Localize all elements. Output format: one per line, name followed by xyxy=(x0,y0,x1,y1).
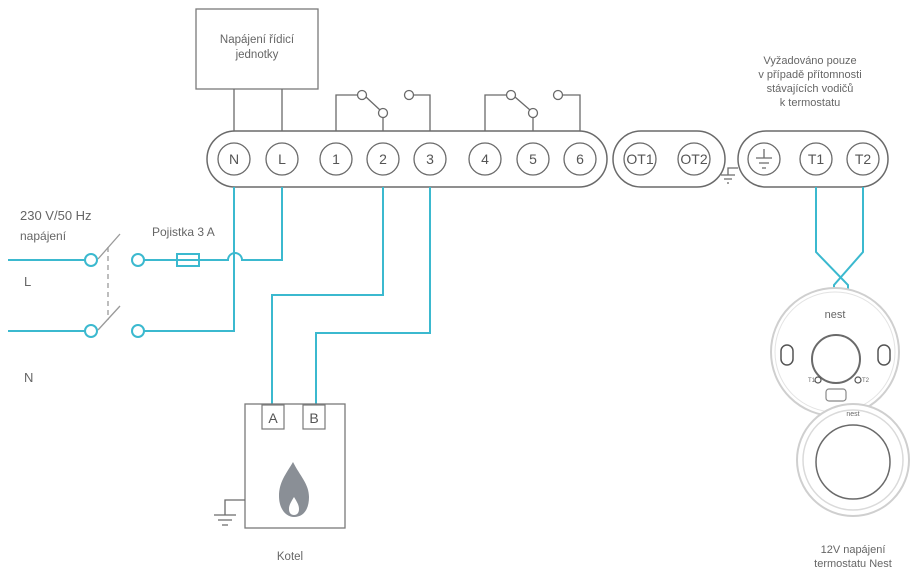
main-terminal-strip xyxy=(206,130,608,188)
terminal-5: 5 xyxy=(516,142,550,176)
terminal-L: L xyxy=(265,142,299,176)
nest-display-brand: nest xyxy=(846,411,859,418)
svg-text:6: 6 xyxy=(576,151,584,167)
svg-text:B: B xyxy=(309,410,318,426)
terminal-6: 6 xyxy=(563,142,597,176)
svg-text:L: L xyxy=(278,151,286,167)
terminal-N: N xyxy=(217,142,251,176)
control-unit-power-line2: jednotky xyxy=(235,49,279,61)
isolation-switch xyxy=(97,233,121,331)
relay-switch-2 xyxy=(484,89,581,131)
boiler-label: Kotel xyxy=(277,551,303,563)
nest-base-brand: nest xyxy=(825,309,846,321)
terminal-T2: T2 xyxy=(846,142,880,176)
terminal-OT2: OT2 xyxy=(677,142,711,176)
svg-text:T2: T2 xyxy=(855,151,872,167)
switch-contacts xyxy=(84,253,145,338)
boiler-terminal-A: A xyxy=(261,404,285,430)
relay-switch-1 xyxy=(335,89,431,131)
nest-power-line1: 12V napájení xyxy=(821,544,886,556)
svg-text:OT1: OT1 xyxy=(626,151,653,167)
terminal-earth xyxy=(747,142,781,176)
svg-text:T1: T1 xyxy=(808,151,825,167)
svg-text:A: A xyxy=(268,410,278,426)
nest-power-line2: termostatu Nest xyxy=(814,558,892,570)
flame-icon xyxy=(279,462,309,517)
nest-base-T1: T1 xyxy=(808,378,816,384)
supply-voltage-label: 230 V/50 Hz xyxy=(20,208,92,223)
svg-text:5: 5 xyxy=(529,151,537,167)
terminal-OT1: OT1 xyxy=(623,142,657,176)
nest-display: nest xyxy=(796,403,910,517)
flame-inner xyxy=(289,497,299,515)
nest-base-plate: nest T1 T2 xyxy=(770,287,900,417)
terminal-T1: T1 xyxy=(799,142,833,176)
required-note-line3: stávajících vodičů xyxy=(767,83,854,95)
supply-label: napájení xyxy=(20,229,67,243)
fuse-label: Pojistka 3 A xyxy=(152,225,215,239)
control-unit-power-box xyxy=(195,8,319,90)
boiler-ground-icon xyxy=(214,499,245,526)
svg-text:1: 1 xyxy=(332,151,340,167)
boiler-terminal-B: B xyxy=(302,404,326,430)
required-note-line4: k termostatu xyxy=(780,97,841,109)
power-leads xyxy=(233,89,283,131)
svg-text:OT2: OT2 xyxy=(680,151,707,167)
nest-base-T2: T2 xyxy=(862,378,870,384)
control-unit-power-line1: Napájení řídicí xyxy=(220,34,295,46)
terminal-1: 1 xyxy=(319,142,353,176)
required-note-line2: v případě přítomnosti xyxy=(758,69,861,81)
svg-text:4: 4 xyxy=(481,151,489,167)
terminal-4: 4 xyxy=(468,142,502,176)
strip-ground-symbol xyxy=(721,167,738,184)
svg-text:N: N xyxy=(229,151,239,167)
line-N-label: N xyxy=(24,370,33,385)
terminal-2: 2 xyxy=(366,142,400,176)
wiring xyxy=(8,187,864,404)
svg-text:3: 3 xyxy=(426,151,434,167)
line-L-label: L xyxy=(24,274,31,289)
svg-text:2: 2 xyxy=(379,151,387,167)
required-note-line1: Vyžadováno pouze xyxy=(763,55,856,67)
terminal-3: 3 xyxy=(413,142,447,176)
